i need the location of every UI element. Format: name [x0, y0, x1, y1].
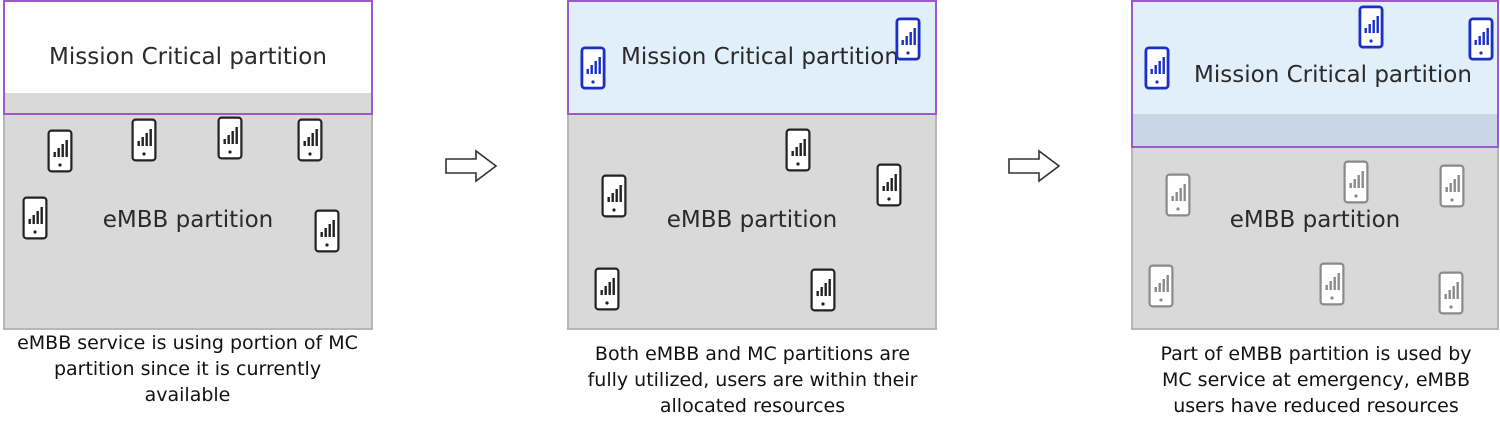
caption-line: MC service at emergency, eMBB [1161, 369, 1470, 391]
mobile-phone-icon [1148, 264, 1174, 308]
mobile-phone-icon [876, 163, 902, 207]
caption-line: allocated resources [659, 395, 846, 417]
mobile-phone-icon [297, 118, 323, 162]
mc-partition-label: Mission Critical partition [621, 44, 899, 70]
mobile-phone-icon [601, 174, 627, 218]
panel-caption: Part of eMBB partition is used by MC ser… [1130, 341, 1500, 419]
caption-line: fully utilized, users are within their [587, 369, 918, 391]
mobile-phone-icon [895, 17, 921, 61]
mobile-phone-icon [785, 128, 811, 172]
right-arrow-icon [1008, 149, 1061, 183]
mobile-phone-icon [217, 116, 243, 160]
panel-caption: Both eMBB and MC partitions are fully ut… [560, 341, 945, 419]
mobile-phone-icon [131, 118, 157, 162]
caption-line: eMBB service is using portion of MC [17, 332, 358, 354]
embb-partition-label: eMBB partition [1229, 207, 1401, 233]
caption-line: available [144, 384, 231, 406]
embb-partition-label: eMBB partition [102, 207, 274, 233]
embb-region [1131, 145, 1499, 330]
mobile-phone-icon [314, 209, 340, 253]
panel-caption: eMBB service is using portion of MC part… [0, 330, 375, 408]
mobile-phone-icon [1438, 271, 1464, 315]
mobile-phone-icon [22, 196, 48, 240]
mc-partition [567, 0, 937, 115]
caption-line: users have reduced resources [1173, 395, 1459, 417]
mobile-phone-icon [1165, 173, 1191, 217]
mobile-phone-icon [594, 267, 620, 311]
mobile-phone-icon [1468, 17, 1494, 61]
right-arrow-icon [445, 149, 498, 183]
caption-line: Both eMBB and MC partitions are [594, 343, 911, 365]
mobile-phone-icon [1343, 160, 1369, 204]
mobile-phone-icon [1439, 164, 1465, 208]
caption-line: Part of eMBB partition is used by [1160, 343, 1472, 365]
mc-partition-label: Mission Critical partition [49, 44, 327, 70]
mc-partition [3, 0, 373, 115]
embb-region [567, 112, 937, 330]
mobile-phone-icon [1319, 262, 1345, 306]
embb-partition-label: eMBB partition [666, 207, 838, 233]
mobile-phone-icon [47, 129, 73, 173]
mobile-phone-icon [1358, 5, 1384, 49]
caption-line: partition since it is currently [53, 358, 322, 380]
mc-partition [1131, 0, 1499, 148]
mc-partition-label: Mission Critical partition [1194, 62, 1472, 88]
mobile-phone-icon [810, 268, 836, 312]
mobile-phone-icon [580, 46, 606, 90]
mobile-phone-icon [1144, 46, 1170, 90]
